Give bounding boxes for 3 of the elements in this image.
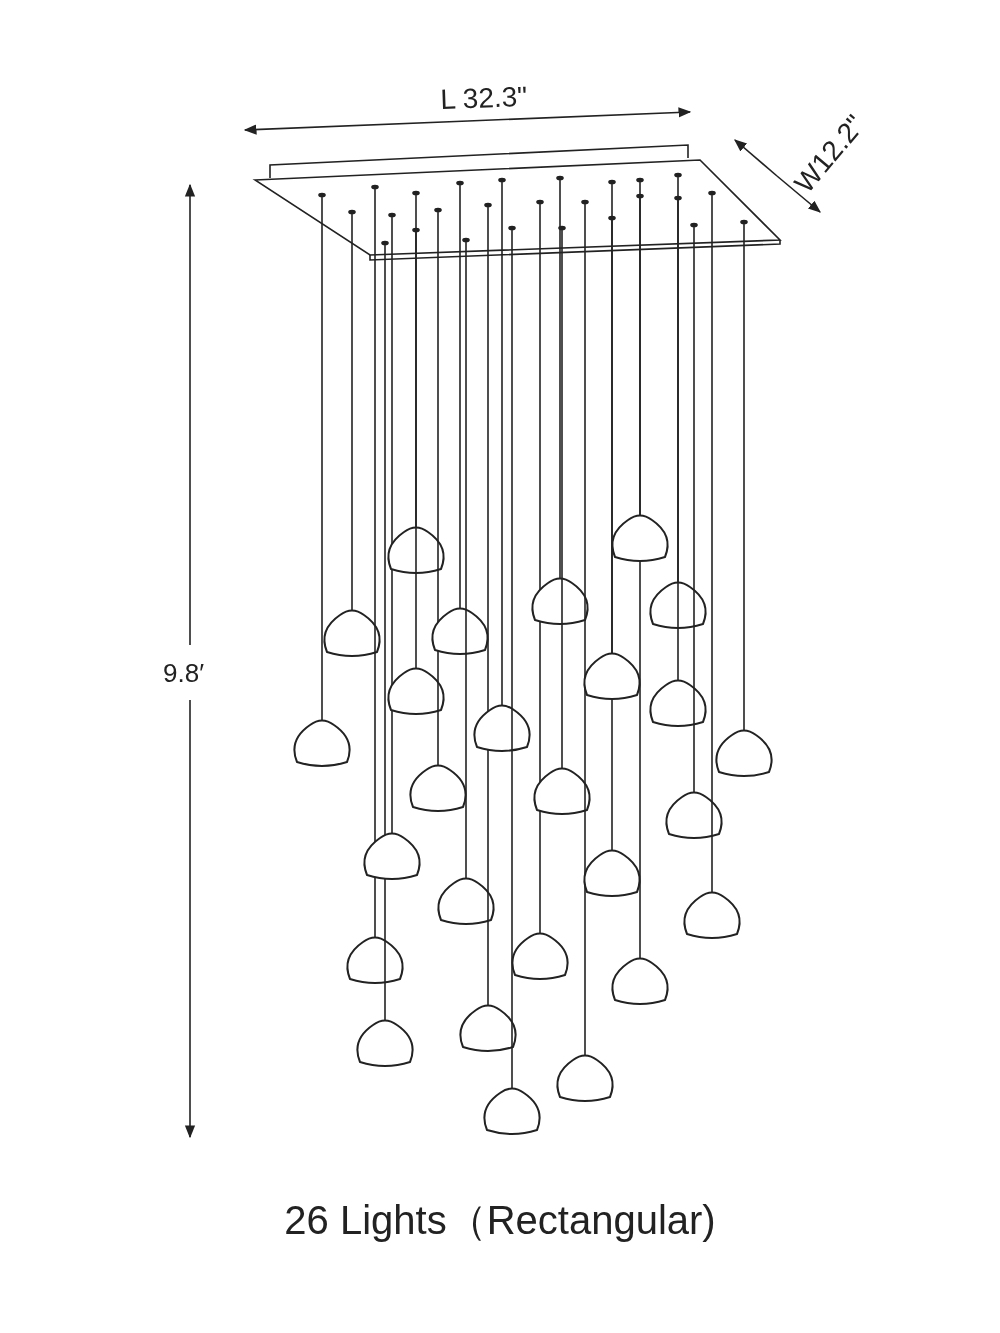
caption: 26 Lights（Rectangular) [283, 1200, 717, 1240]
dimension-label: L 32.3" [440, 82, 528, 114]
dimension-label: 9.8′ [163, 660, 205, 686]
